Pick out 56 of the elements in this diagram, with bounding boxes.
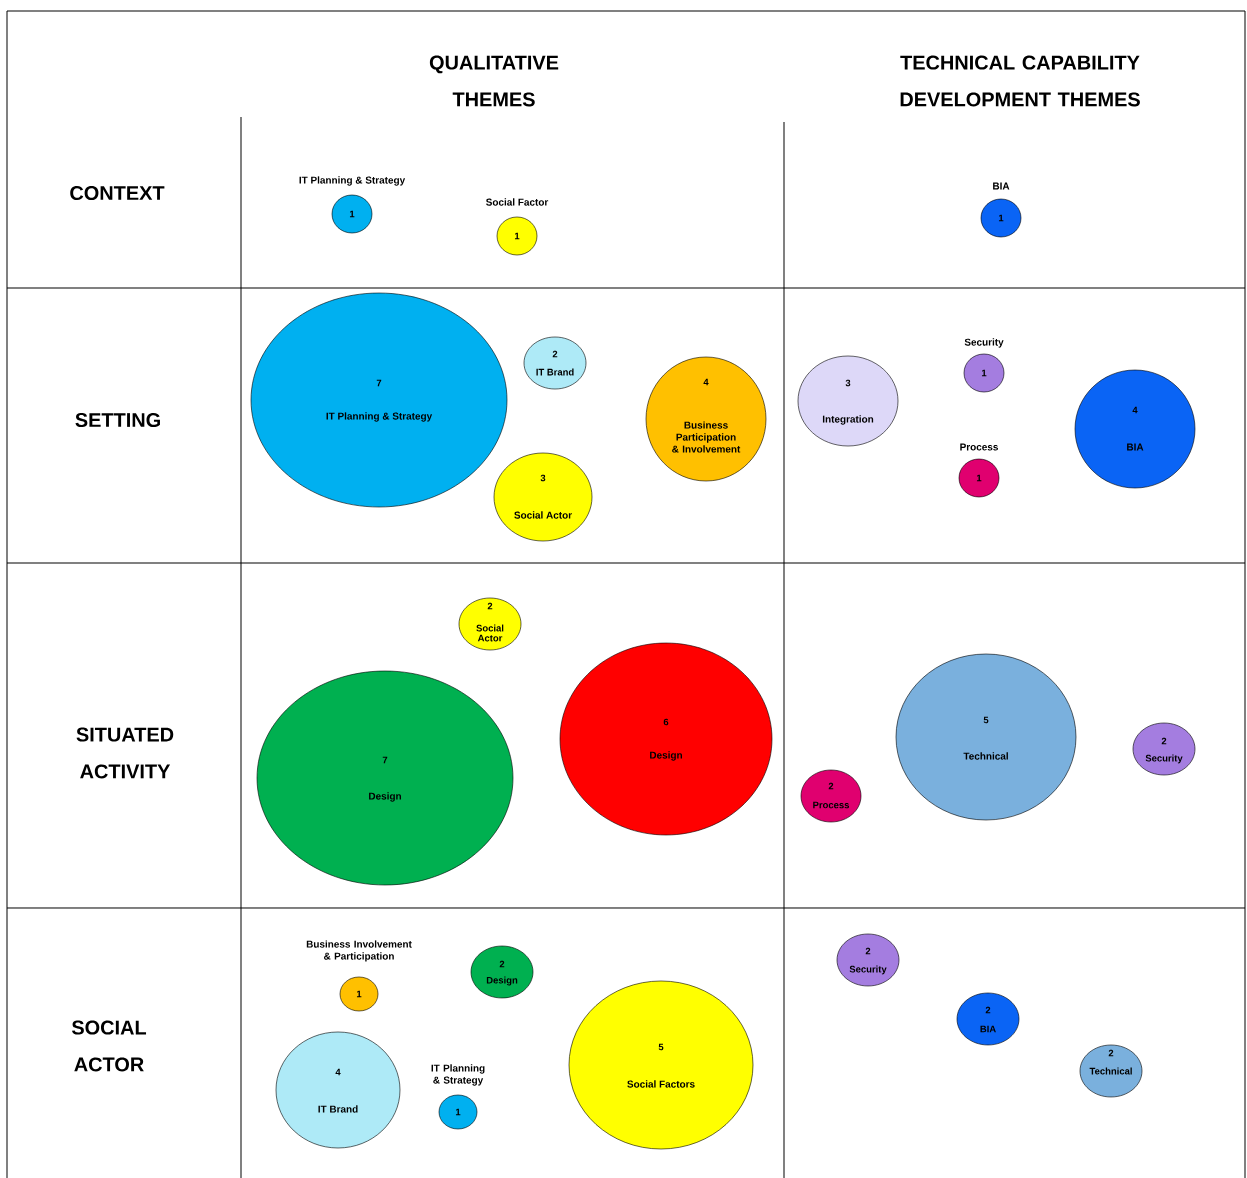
count-label: 2 [499, 960, 505, 968]
theme-label: IT Planning & Strategy [326, 412, 433, 422]
theme-label: Technical [963, 752, 1008, 760]
theme-label: Security [1145, 754, 1183, 764]
count-label: 2 [828, 782, 834, 790]
theme-label: Integration [822, 415, 874, 425]
count-label: 3 [845, 379, 851, 387]
theme-label: IT Brand [536, 368, 574, 376]
theme-label: IT Planning & Strategy [431, 1064, 485, 1086]
count-label: 1 [976, 474, 982, 482]
theme-label: Technical [1089, 1067, 1132, 1075]
count-label: 3 [540, 474, 546, 482]
count-label: 4 [1132, 406, 1138, 414]
theme-label: IT Planning & Strategy [299, 176, 406, 186]
count-label: 2 [552, 350, 558, 358]
count-label: 2 [487, 602, 493, 610]
count-label: 2 [1161, 737, 1167, 745]
theme-label: BIA [1127, 443, 1144, 451]
theme-label: Design [650, 751, 682, 761]
count-label: 1 [349, 210, 355, 218]
theme-label: Design [369, 792, 401, 802]
theme-label: BIA [993, 182, 1010, 190]
count-label: 1 [981, 369, 987, 377]
theme-label: Process [813, 801, 850, 809]
count-label: 4 [703, 378, 709, 386]
count-label: 2 [865, 947, 871, 955]
theme-label: Security [964, 338, 1004, 348]
count-label: 5 [658, 1043, 664, 1051]
theme-label: Business Involvement & Participation [306, 940, 412, 962]
count-label: 7 [376, 379, 382, 387]
theme-label: BIA [980, 1025, 996, 1033]
column-heading: QUALITATIVE THEMES [429, 55, 559, 107]
count-label: 1 [514, 232, 520, 240]
row-heading: CONTEXT [70, 185, 165, 201]
theme-label: Social Factors [627, 1080, 695, 1088]
theme-label: Social Actor [476, 624, 504, 642]
count-label: 1 [356, 990, 362, 998]
row-heading: SITUATED ACTIVITY [76, 727, 174, 779]
theme-label: IT Brand [318, 1105, 358, 1113]
count-label: 4 [335, 1068, 341, 1076]
theme-label: Design [486, 976, 518, 986]
count-label: 1 [998, 214, 1004, 222]
theme-label: Social Actor [514, 511, 572, 519]
row-heading: SOCIAL ACTOR [71, 1020, 147, 1072]
count-label: 7 [382, 756, 388, 764]
count-label: 2 [985, 1006, 991, 1014]
count-label: 6 [663, 718, 669, 726]
count-label: 1 [455, 1108, 461, 1116]
theme-label: Process [960, 443, 998, 451]
theme-label: Business Participation & Involvement [672, 421, 741, 453]
column-heading: TECHNICAL CAPABILITY DEVELOPMENT THEMES [900, 55, 1140, 107]
row-heading: SETTING [75, 412, 160, 428]
theme-label: Security [849, 965, 887, 975]
theme-label: Social Factor [486, 198, 549, 206]
count-label: 5 [983, 716, 989, 724]
count-label: 2 [1108, 1049, 1114, 1057]
